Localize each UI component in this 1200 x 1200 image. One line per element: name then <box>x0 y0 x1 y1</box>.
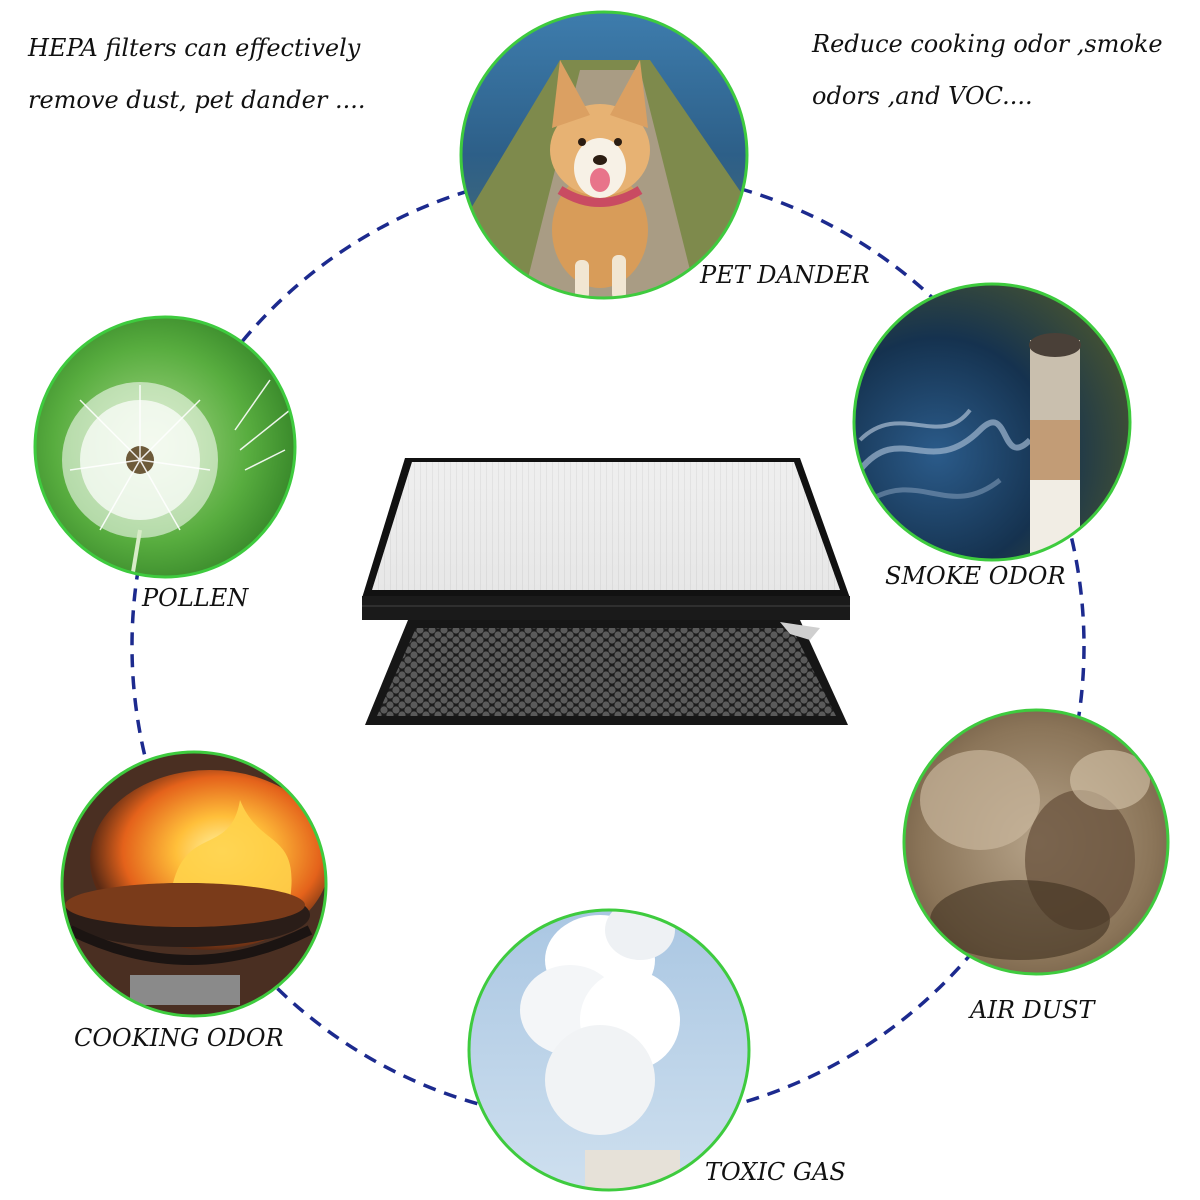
smoke-odor-label: SMOKE ODOR <box>885 562 1065 590</box>
pet-dander-photo-icon <box>459 10 749 300</box>
left-caption-line-1: HEPA filters can effectively <box>28 34 361 62</box>
smoke-odor-photo-icon <box>852 282 1132 562</box>
toxic-gas-label: TOXIC GAS <box>705 1158 846 1186</box>
cooking-odor-label: COOKING ODOR <box>74 1024 284 1052</box>
right-caption-line-2: odors ,and VOC.... <box>812 82 1033 110</box>
cooking-odor-photo-icon <box>60 750 328 1018</box>
pollen-photo-icon <box>33 315 297 579</box>
hepa-carbon-filter-photo-icon <box>362 458 850 725</box>
toxic-gas-photo-icon <box>467 908 751 1192</box>
left-caption-line-2: remove dust, pet dander .... <box>28 86 366 114</box>
air-dust-label: AIR DUST <box>968 996 1096 1024</box>
dashed-ring <box>130 168 1086 1124</box>
air-dust-photo-icon <box>902 708 1170 976</box>
left-caption: HEPA filters can effectively remove dust… <box>28 22 365 126</box>
pet-dander-label: PET DANDER <box>699 261 870 289</box>
right-caption: Reduce cooking odor ,smoke odors ,and VO… <box>812 18 1163 122</box>
pollen-label: POLLEN <box>141 584 249 612</box>
right-caption-line-1: Reduce cooking odor ,smoke <box>812 30 1163 58</box>
